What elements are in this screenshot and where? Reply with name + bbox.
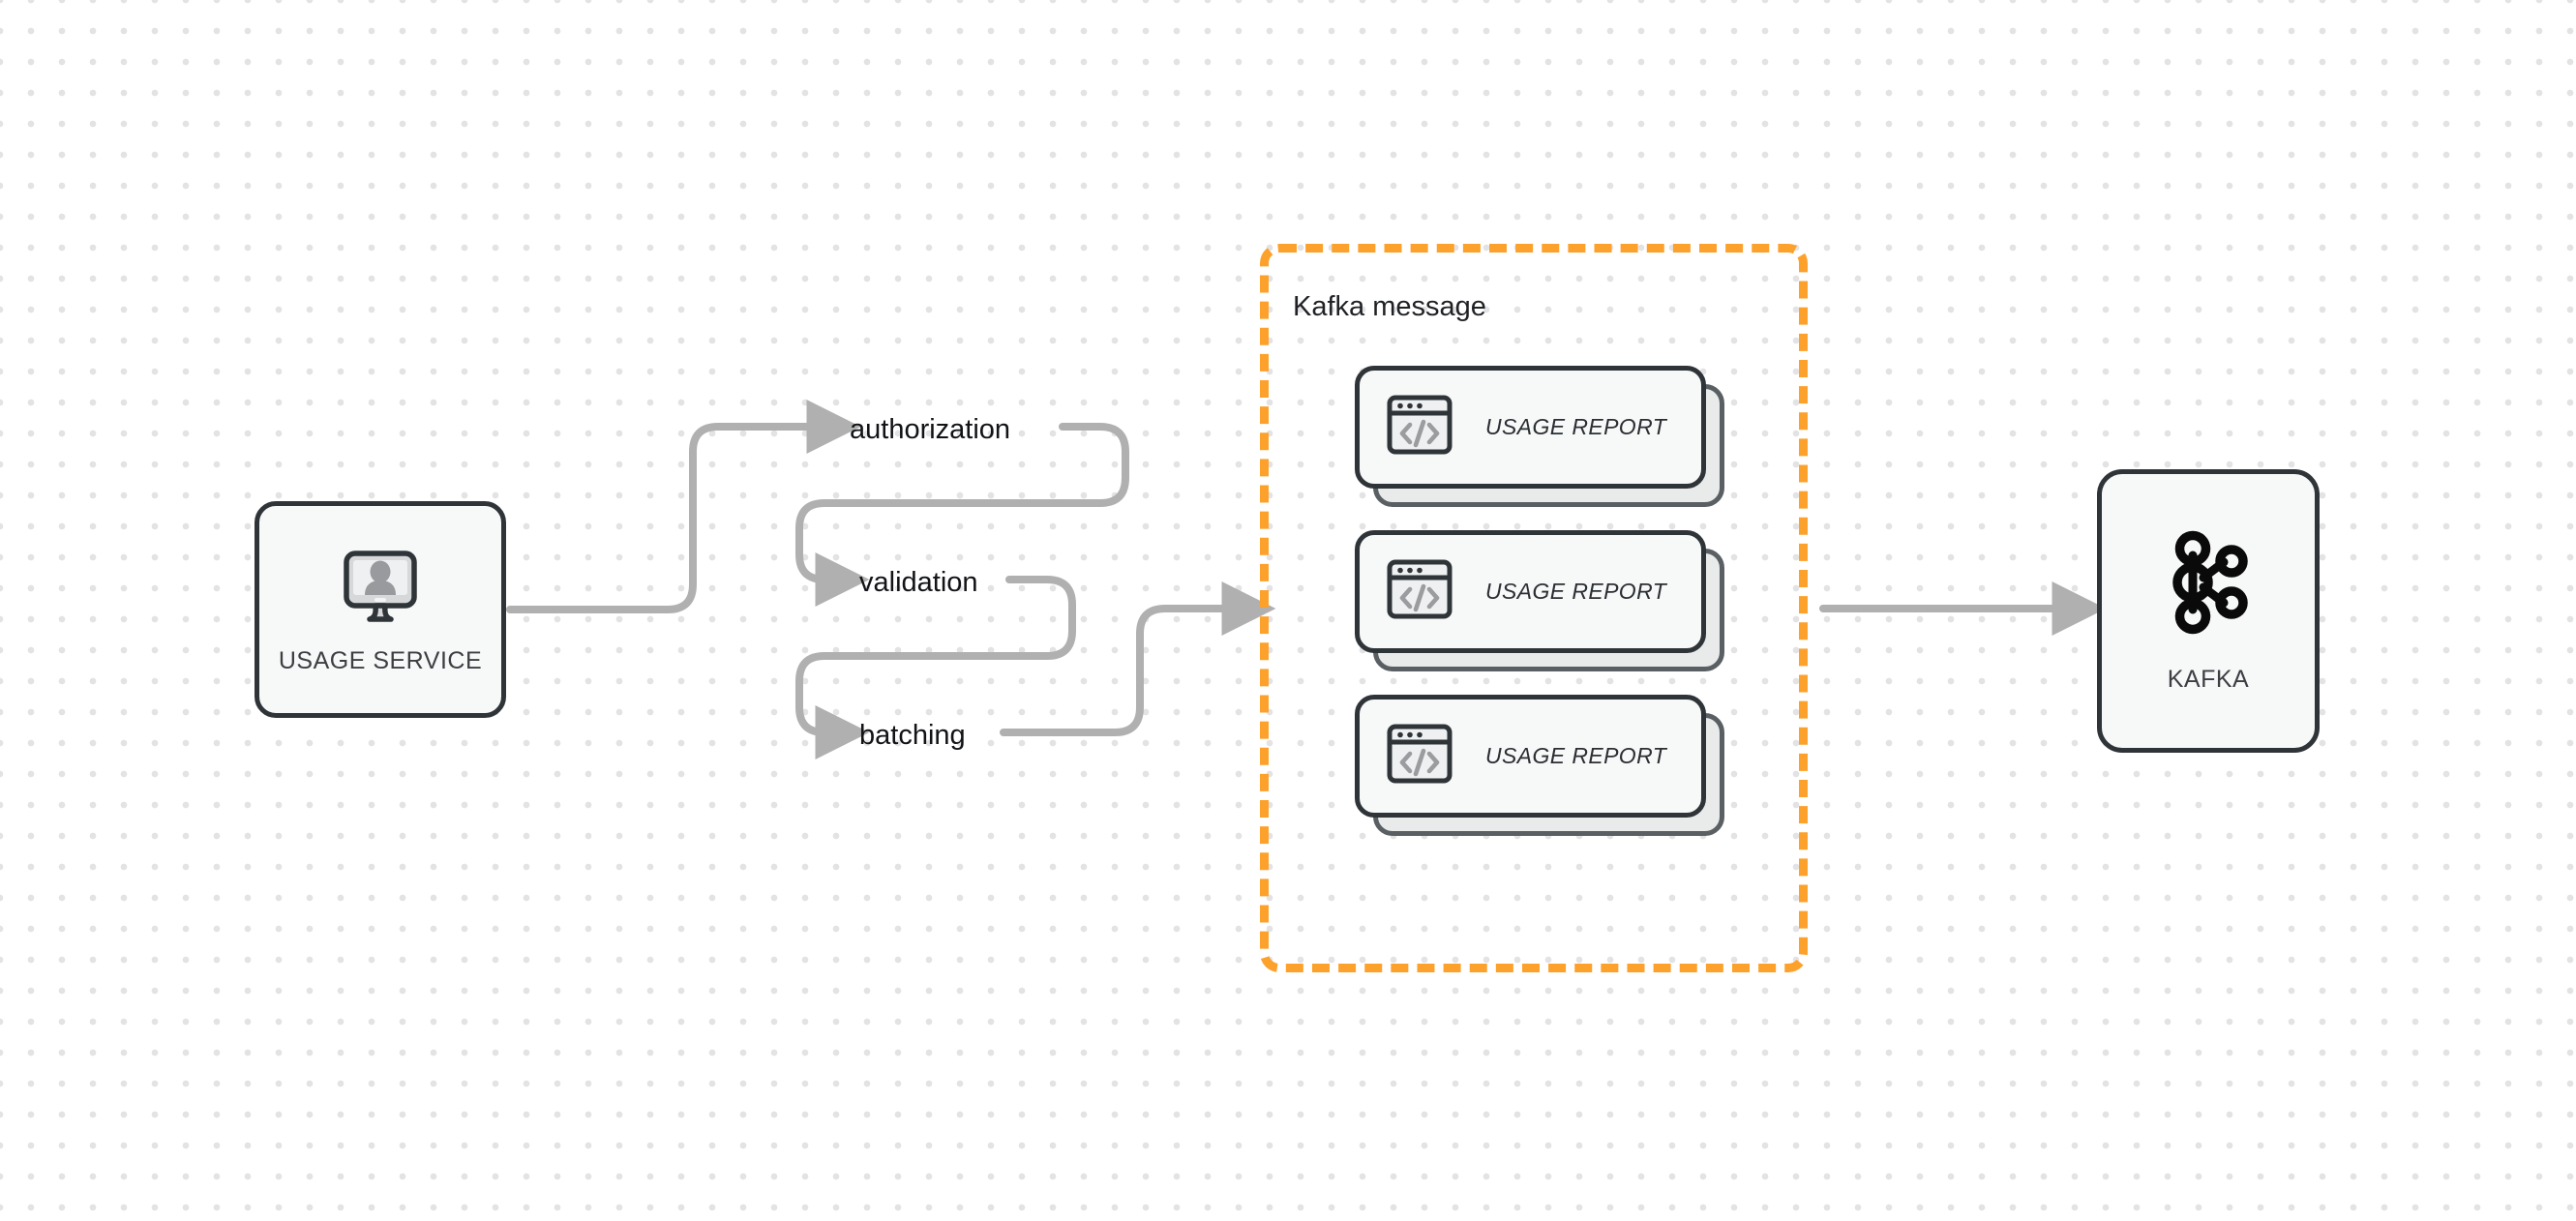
connector-validation-to-batching (795, 576, 1076, 759)
usage-report-label: USAGE REPORT (1485, 743, 1667, 768)
step-label-validation: validation (859, 567, 978, 598)
kafka-logo-icon (2164, 529, 2253, 640)
card-face[interactable]: USAGE REPORT (1355, 366, 1706, 489)
code-window-icon (1387, 395, 1453, 460)
step-label-authorization: authorization (850, 414, 1011, 445)
connector-usage-service-to-authorization (506, 400, 861, 613)
usage-report-card[interactable]: USAGE REPORT (1355, 695, 1724, 836)
usage-report-card[interactable]: USAGE REPORT (1355, 366, 1724, 507)
code-window-icon (1387, 724, 1453, 789)
kafka-message-title: Kafka message (1293, 291, 1486, 322)
node-kafka-label: KAFKA (2167, 665, 2250, 693)
usage-report-card[interactable]: USAGE REPORT (1355, 530, 1724, 671)
node-usage-service[interactable]: USAGE SERVICE (255, 501, 506, 718)
card-face[interactable]: USAGE REPORT (1355, 530, 1706, 653)
card-face[interactable]: USAGE REPORT (1355, 695, 1706, 818)
usage-report-label: USAGE REPORT (1485, 414, 1667, 439)
code-window-icon (1387, 559, 1453, 624)
step-label-batching: batching (859, 720, 966, 751)
node-kafka[interactable]: KAFKA (2097, 469, 2320, 753)
connector-batching-to-kafka-message (1000, 581, 1276, 736)
kafka-message-group (1260, 244, 1808, 972)
connector-authorization-to-validation (795, 423, 1129, 607)
user-monitor-icon (340, 550, 421, 630)
node-usage-service-label: USAGE SERVICE (278, 647, 483, 674)
usage-report-label: USAGE REPORT (1485, 579, 1667, 604)
